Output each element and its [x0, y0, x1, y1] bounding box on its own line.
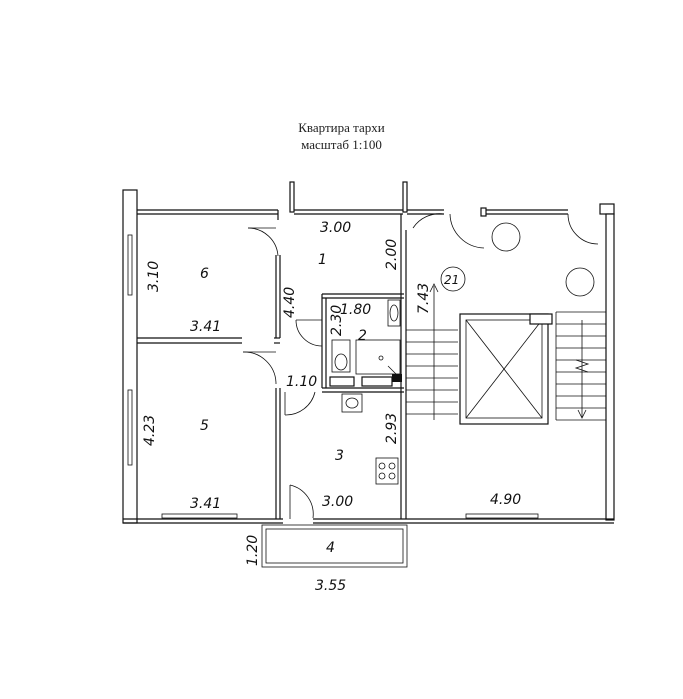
stairs-right	[555, 311, 606, 421]
room-2-label: 2	[358, 328, 367, 344]
plan-scale: масштаб 1:100	[301, 137, 382, 152]
room-4-label: 4	[326, 540, 335, 556]
dim-2-30: 2.30	[329, 305, 345, 336]
dim-3-00-bottom: 3.00	[322, 494, 353, 510]
dim-4-23: 4.23	[142, 415, 158, 446]
dim-1-20: 1.20	[245, 535, 261, 566]
dim-3-41-upper: 3.41	[190, 319, 221, 335]
room-3-label: 3	[335, 448, 344, 464]
dim-1-80: 1.80	[340, 302, 371, 318]
room-1-label: 1	[318, 252, 327, 268]
room-21-label: 21	[444, 273, 459, 287]
fixtures	[329, 266, 466, 485]
stairs-left	[406, 283, 458, 420]
dim-3-55: 3.55	[315, 578, 346, 594]
dim-2-93: 2.93	[384, 413, 400, 444]
dim-3-00-top: 3.00	[320, 220, 351, 236]
dim-1-10: 1.10	[286, 374, 317, 390]
plan-title: Квартира тархи	[298, 120, 385, 135]
room-21-marker	[440, 266, 466, 292]
stairwell	[406, 222, 606, 425]
dim-2-00: 2.00	[384, 239, 400, 270]
dim-4-90: 4.90	[490, 492, 521, 508]
doors	[242, 213, 599, 519]
room-6-label: 6	[200, 266, 209, 282]
walls	[122, 181, 615, 568]
dim-4-40: 4.40	[282, 287, 298, 318]
dim-3-41-lower: 3.41	[190, 496, 221, 512]
room-5-label: 5	[200, 418, 209, 434]
dim-7-43: 7.43	[416, 283, 432, 314]
dim-3-10: 3.10	[146, 261, 162, 292]
